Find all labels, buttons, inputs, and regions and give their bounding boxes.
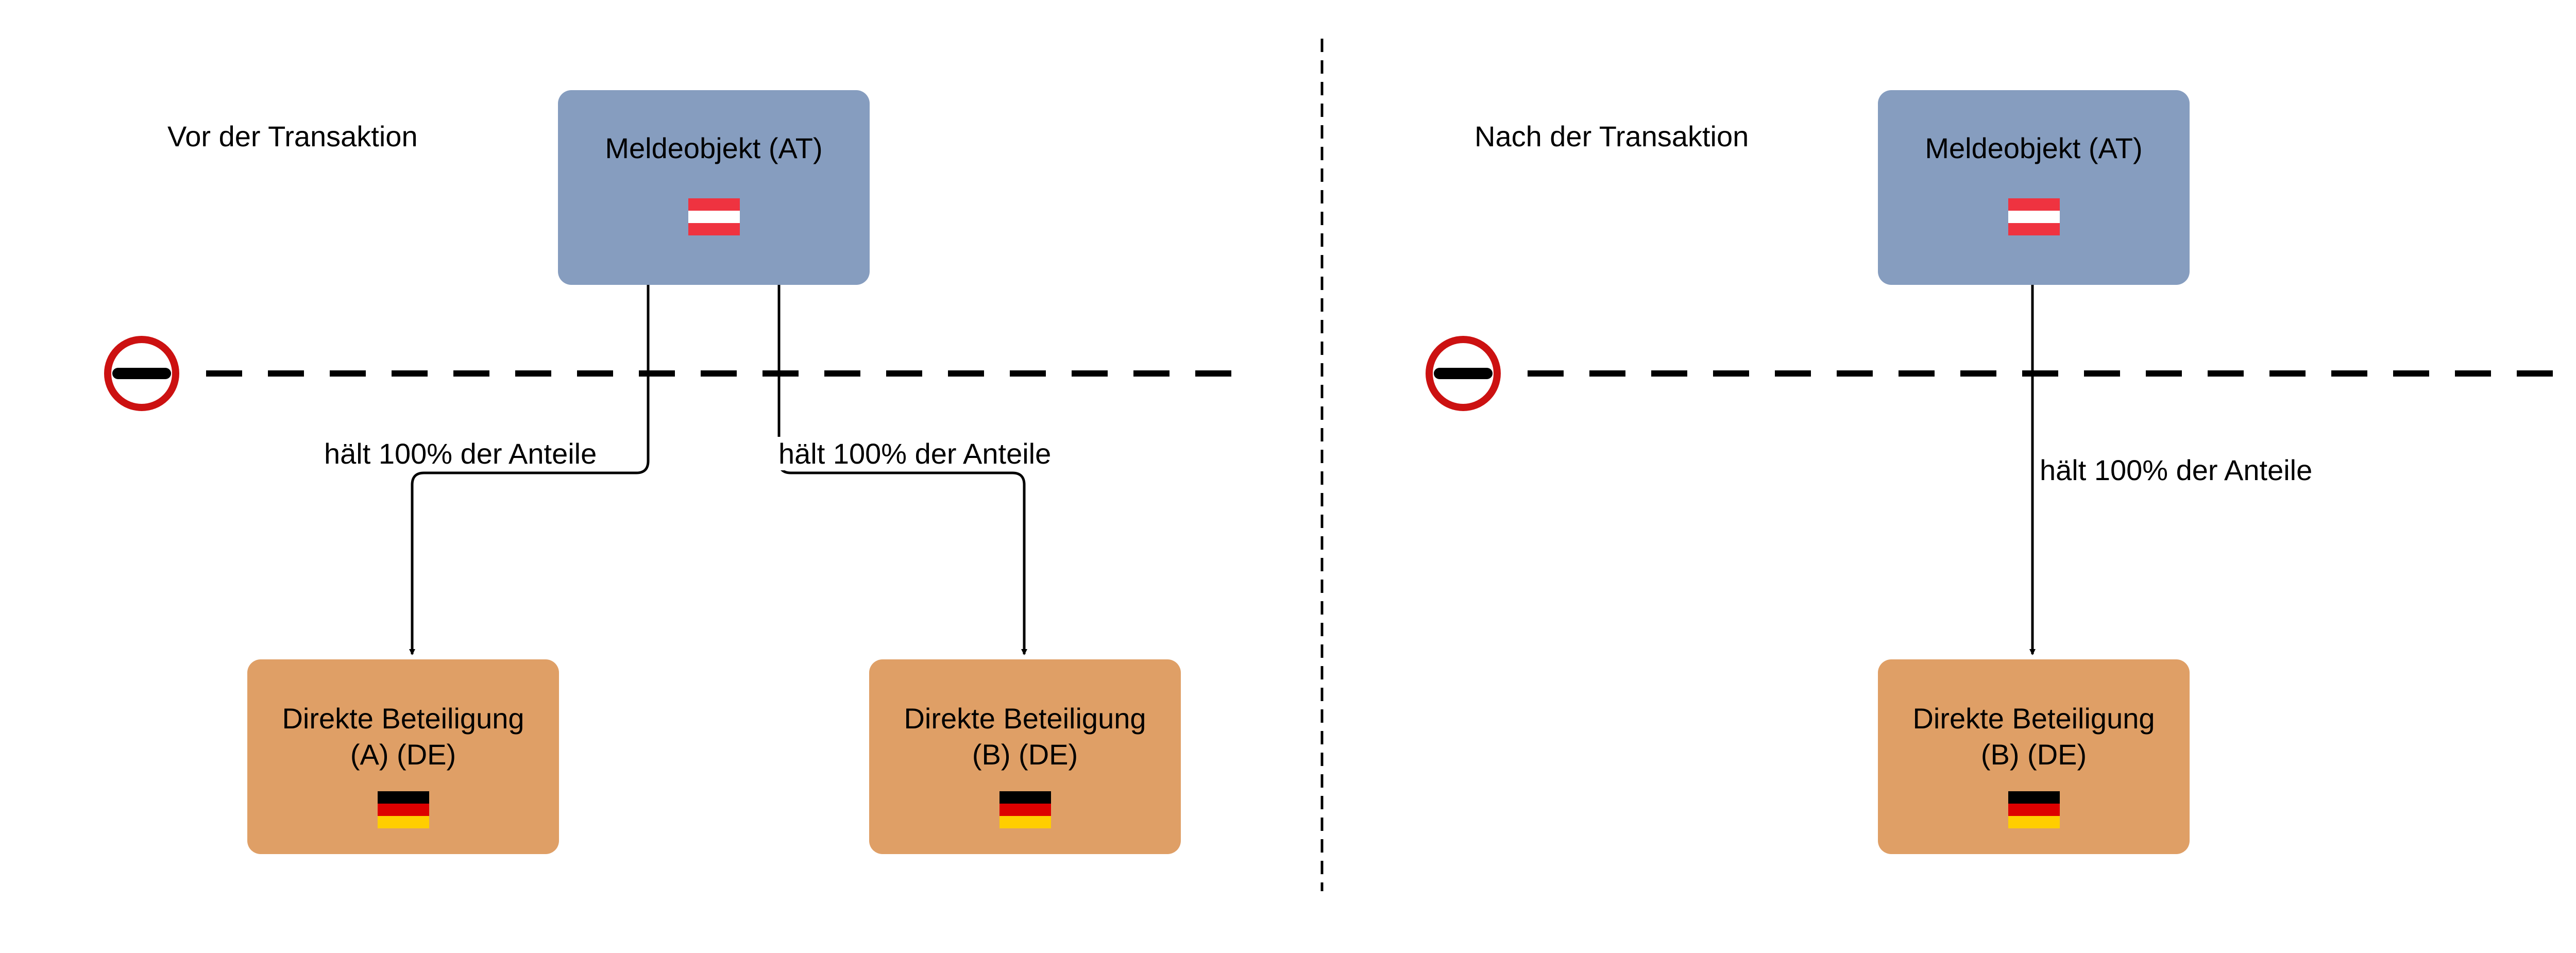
- node-title: Direkte Beteiligung (B) (DE): [1912, 702, 2155, 771]
- heading-before: Vor der Transaktion: [167, 120, 418, 152]
- beteiligung-node-b[interactable]: Direkte Beteiligung (B) (DE): [869, 659, 1181, 854]
- meldeobjekt-node[interactable]: Meldeobjekt (AT): [558, 90, 870, 285]
- node-title: Direkte Beteiligung (B) (DE): [904, 702, 1146, 771]
- no-entry-icon: [104, 336, 179, 411]
- no-entry-icon: [1426, 336, 1501, 411]
- node-title: Meldeobjekt (AT): [605, 132, 823, 164]
- beteiligung-node-b[interactable]: Direkte Beteiligung (B) (DE): [1878, 659, 2190, 854]
- node-title: Direkte Beteiligung (A) (DE): [282, 702, 524, 771]
- beteiligung-node-a[interactable]: Direkte Beteiligung (A) (DE): [247, 659, 559, 854]
- germany-flag-icon: [999, 791, 1051, 828]
- edge-connector-left-a: [409, 285, 650, 655]
- edge-label: hält 100% der Anteile: [321, 437, 600, 470]
- germany-flag-icon: [2008, 791, 2060, 828]
- meldeobjekt-node[interactable]: Meldeobjekt (AT): [1878, 90, 2190, 285]
- edge-label: hält 100% der Anteile: [2037, 453, 2316, 487]
- node-title: Meldeobjekt (AT): [1925, 132, 2143, 164]
- austria-flag-icon: [688, 198, 740, 235]
- germany-flag-icon: [377, 791, 429, 828]
- edge-label: hält 100% der Anteile: [775, 437, 1055, 470]
- heading-after: Nach der Transaktion: [1475, 120, 1749, 152]
- austria-flag-icon: [2008, 198, 2060, 235]
